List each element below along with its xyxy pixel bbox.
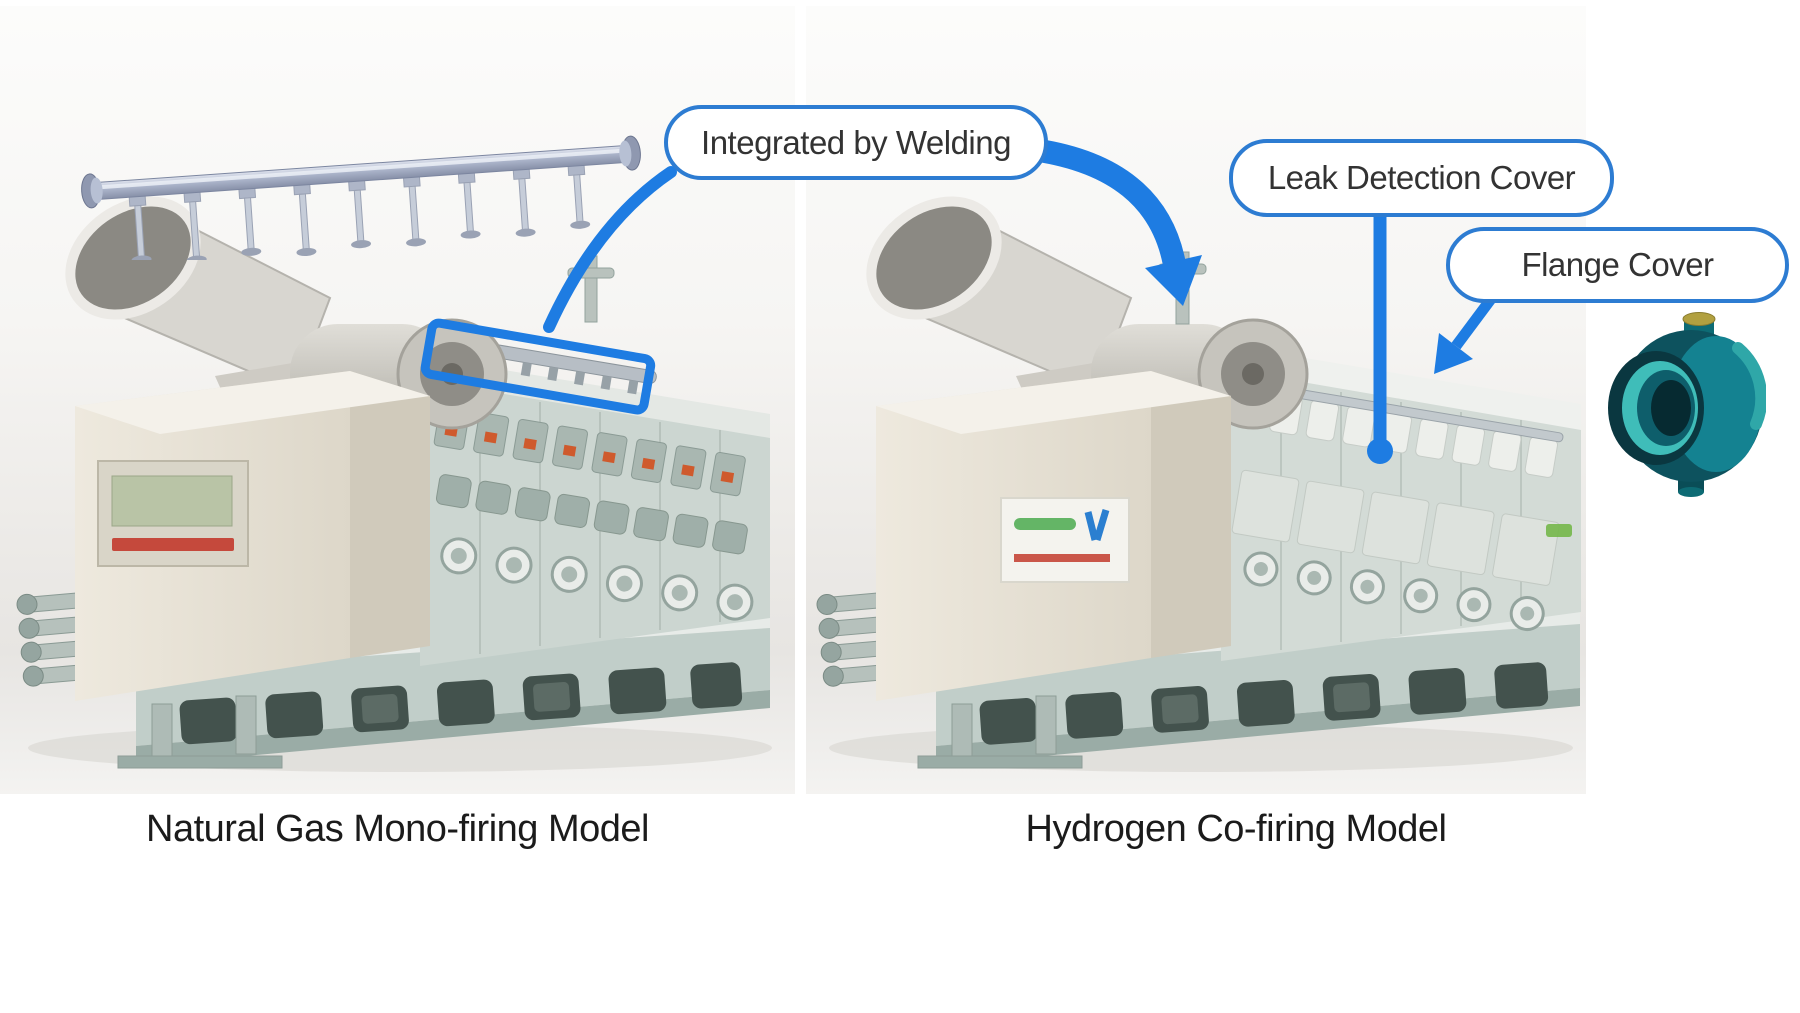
callout-flange-cover: Flange Cover (1446, 227, 1789, 303)
callout-flange-cover-label: Flange Cover (1521, 246, 1714, 283)
callout-integrated-by-welding: Integrated by Welding (664, 105, 1048, 180)
photo-hydrogen-model (806, 6, 1586, 794)
caption-hydrogen-model: Hydrogen Co-firing Model (1025, 808, 1447, 850)
vent-pipe (567, 255, 615, 323)
callout-leak-detection-cover: Leak Detection Cover (1229, 139, 1614, 217)
vent-pipe (1157, 251, 1207, 325)
engine-block (420, 333, 770, 666)
support-legs (917, 695, 1083, 769)
inspection-ports (440, 537, 754, 621)
hydrogen-engine-illustration (816, 196, 1581, 772)
support-legs (117, 695, 283, 769)
caption-natural-gas-model: Natural Gas Mono-firing Model (146, 808, 649, 850)
flange-cover-part-illustration (1608, 312, 1766, 497)
cylinder-heads (433, 405, 746, 497)
module-covers (1231, 469, 1560, 586)
gas-supply-rail-illustration (81, 135, 641, 260)
callout-integrated-by-welding-label: Integrated by Welding (701, 123, 1011, 161)
crankcase-covers (435, 474, 748, 555)
engine-block (1221, 344, 1581, 661)
inspection-ports (1243, 551, 1545, 632)
callout-leak-detection-cover-label: Leak Detection Cover (1267, 159, 1576, 196)
generator-housing (876, 371, 1231, 701)
hydrogen-logo-plate (1000, 497, 1130, 583)
generator-housing (75, 371, 430, 701)
brand-mark-green (1546, 524, 1572, 537)
